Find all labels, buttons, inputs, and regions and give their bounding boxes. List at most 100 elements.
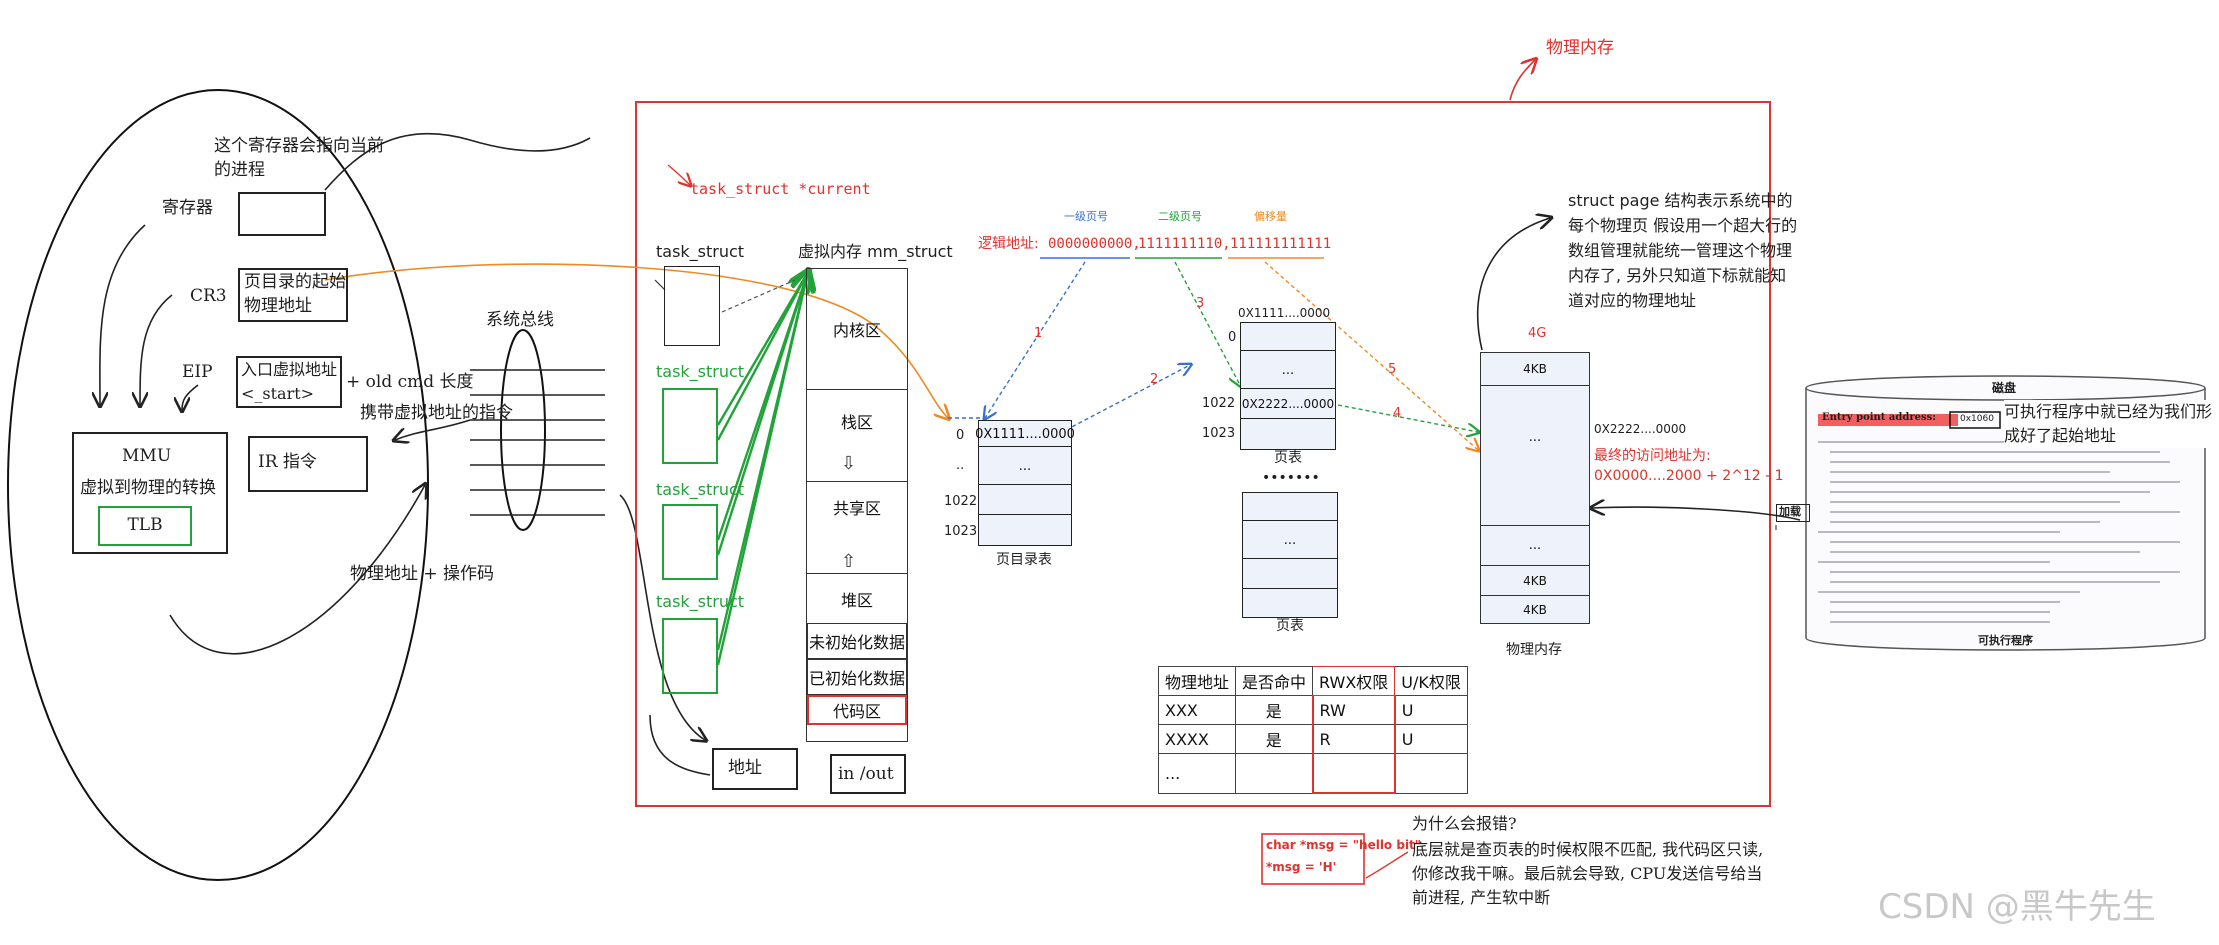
segment-data: 已初始化数据 bbox=[807, 659, 907, 695]
disk-entry-label: Entry point address: bbox=[1822, 412, 1936, 423]
pt-label: 页表 bbox=[1274, 450, 1302, 466]
bus-label: 系统总线 bbox=[486, 310, 554, 330]
segment-stack: 栈区 bbox=[807, 389, 907, 451]
arrow-number-4: 4 bbox=[1393, 406, 1402, 421]
why-explain: 底层就是查页表的时候权限不匹配, 我代码区只读, 你修改我干嘛。最后就会导致, … bbox=[1412, 840, 1764, 907]
final-address-value: 0X0000....2000 + 2^12 - 1 bbox=[1594, 468, 1784, 484]
pd-idx-1022: 1022 bbox=[944, 494, 978, 509]
current-pointer: task_struct *current bbox=[690, 180, 871, 198]
pt2-label: 页表 bbox=[1276, 618, 1304, 634]
pt-entry-1022: 0X2222....0000 bbox=[1240, 388, 1336, 420]
register-label: 寄存器 bbox=[162, 198, 213, 218]
pt2-entry-3 bbox=[1242, 558, 1338, 590]
disk-entry-value: 0x1060 bbox=[1960, 414, 1994, 424]
phys-page-top: 4KB bbox=[1523, 362, 1547, 376]
pd-idx-dots: .. bbox=[956, 458, 965, 473]
register-note: 这个寄存器会指向当前的进程 bbox=[214, 136, 384, 180]
arrow-number-2: 2 bbox=[1150, 372, 1159, 387]
ir-box: IR 指令 bbox=[248, 436, 368, 492]
pt-entry-dots: ... bbox=[1240, 350, 1336, 390]
pt-separator: ••••••• bbox=[1262, 470, 1320, 486]
arrow-number-1: 1 bbox=[1034, 326, 1043, 341]
load-label: 加载 bbox=[1776, 504, 1810, 522]
pt-idx-1022: 1022 bbox=[1202, 396, 1236, 411]
logical-part-1: 0000000000, bbox=[1048, 236, 1141, 252]
logical-part-2: 1111111110, bbox=[1138, 236, 1231, 252]
pd-idx-0: 0 bbox=[956, 428, 965, 443]
phys-mem-label: 物理内存 bbox=[1506, 642, 1562, 658]
perm-header-rwx: RWX权限 bbox=[1312, 666, 1396, 696]
code-line-1: char *msg = "hello bit" bbox=[1266, 838, 1422, 852]
task-struct-box-3 bbox=[662, 504, 718, 580]
pt-idx-1023: 1023 bbox=[1202, 426, 1236, 441]
perm-cell bbox=[1311, 753, 1396, 794]
cr3-label: CR3 bbox=[190, 286, 227, 306]
perm-cell: U bbox=[1394, 724, 1468, 754]
perm-cell bbox=[1394, 753, 1468, 794]
level1-label: 一级页号 bbox=[1064, 210, 1108, 223]
pd-entry-dots: ... bbox=[978, 446, 1072, 486]
perm-cell: 是 bbox=[1235, 695, 1314, 725]
task-struct-label-3: task_struct bbox=[656, 480, 745, 499]
pd-entry-1023 bbox=[978, 514, 1072, 546]
mmu-box bbox=[72, 432, 228, 554]
physical-memory-title: 物理内存 bbox=[1546, 38, 1614, 58]
segment-code: 代码区 bbox=[807, 695, 907, 725]
task-struct-label-2: task_struct bbox=[656, 362, 745, 381]
up-arrow-icon: ⇧ bbox=[841, 551, 857, 571]
disk-exe-label: 可执行程序 bbox=[1978, 634, 2033, 647]
code-line-2: *msg = 'H' bbox=[1266, 860, 1337, 874]
pd-entry-first: 0X1111....0000 bbox=[975, 420, 1075, 448]
perm-cell: RW bbox=[1311, 695, 1396, 725]
eip-box: 入口虚拟地址<_start> bbox=[236, 356, 342, 408]
perm-cell bbox=[1235, 753, 1314, 794]
pt-idx-0: 0 bbox=[1228, 330, 1237, 345]
address-box: 地址 bbox=[712, 748, 798, 790]
pt2-entry-dots: ... bbox=[1242, 520, 1338, 560]
why-question: 为什么会报错? bbox=[1412, 814, 1517, 833]
perm-header-hit: 是否命中 bbox=[1235, 666, 1314, 696]
phys-mem-column: 4KB ... ... 4KB 4KB bbox=[1480, 352, 1590, 624]
offset-label: 偏移量 bbox=[1254, 210, 1287, 223]
logical-address-label: 逻辑地址: bbox=[978, 236, 1039, 252]
cr3-box: 页目录的起始物理地址 bbox=[238, 268, 348, 322]
pd-label: 页目录表 bbox=[996, 552, 1052, 568]
task-struct-box-4 bbox=[662, 618, 718, 694]
task-struct-label-4: task_struct bbox=[656, 592, 745, 611]
pt2-entry-4 bbox=[1242, 588, 1338, 618]
disk-note: 可执行程序中就已经为我们形成好了起始地址 bbox=[2004, 400, 2216, 448]
physical-memory-frame bbox=[635, 101, 1771, 807]
pd-idx-1023: 1023 bbox=[944, 524, 978, 539]
tlb-box: TLB bbox=[98, 506, 192, 546]
struct-page-note: struct page 结构表示系统中的每个物理页 假设用一个超大行的数组管理就… bbox=[1568, 191, 1798, 310]
arrow-number-5: 5 bbox=[1388, 362, 1397, 377]
bus-ellipse bbox=[500, 329, 546, 531]
perm-cell: R bbox=[1311, 724, 1396, 754]
pt-top-address: 0X1111....0000 bbox=[1238, 306, 1331, 320]
mmu-subtitle: 虚拟到物理的转换 bbox=[80, 478, 216, 498]
perm-cell: XXX bbox=[1157, 695, 1237, 725]
segment-heap: 堆区 bbox=[807, 573, 907, 623]
level2-label: 二级页号 bbox=[1158, 210, 1202, 223]
perm-cell: U bbox=[1394, 695, 1468, 725]
mmu-title: MMU bbox=[122, 446, 172, 466]
phys-dots: ... bbox=[1481, 385, 1589, 489]
cpu-ellipse bbox=[7, 89, 429, 881]
mm-struct-label: 虚拟内存 mm_struct bbox=[798, 242, 953, 261]
pd-entry-1022 bbox=[978, 484, 1072, 516]
perm-header-uk: U/K权限 bbox=[1394, 666, 1468, 696]
final-address-label: 最终的访问地址为: bbox=[1594, 448, 1711, 464]
phys-page-bottom: 4KB bbox=[1481, 595, 1589, 623]
perm-header-addr: 物理地址 bbox=[1157, 666, 1237, 696]
task-struct-box-2 bbox=[662, 388, 718, 464]
bus-lines bbox=[470, 369, 605, 516]
eip-note: + old cmd 长度 bbox=[346, 372, 474, 392]
mm-struct-column: 内核区 栈区 ⇩ 共享区 ⇧ 堆区 未初始化数据 已初始化数据 代码区 bbox=[806, 268, 908, 742]
perm-cell: ... bbox=[1157, 753, 1237, 794]
segment-shared: 共享区 bbox=[807, 481, 907, 531]
phys-address: 0X2222....0000 bbox=[1594, 422, 1687, 436]
logical-part-3: 111111111111 bbox=[1230, 236, 1332, 252]
down-arrow-icon: ⇩ bbox=[841, 453, 857, 473]
perm-cell: XXXX bbox=[1157, 724, 1237, 754]
permission-table: 物理地址 是否命中 RWX权限 U/K权限 XXX 是 RW U XXXX 是 … bbox=[1157, 666, 1468, 794]
